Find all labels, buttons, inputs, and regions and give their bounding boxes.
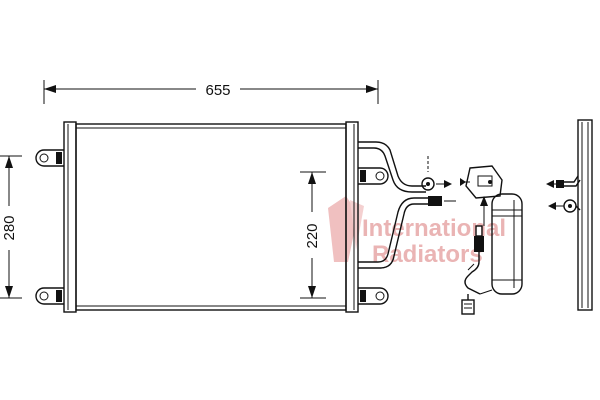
arrow-icon [5,156,13,168]
core-height-dimension: 220 [300,171,326,299]
arrow-icon [480,196,488,206]
width-label: 655 [205,82,230,99]
arrow-icon [546,180,554,188]
arrow-icon [444,180,452,188]
upper-pipe [358,141,452,193]
arrow-icon [5,286,13,298]
condenser-part [35,121,389,313]
pressure-switch-part [461,225,493,315]
arrow-icon [308,172,316,184]
mounting-bracket [35,287,64,305]
watermark-line2: Radiators [372,241,483,268]
height-dimension: 280 [0,155,22,299]
side-tank-part [546,119,593,311]
width-dimension: 655 [43,80,379,104]
mounting-bracket [358,167,389,185]
arrow-icon [460,178,466,186]
mounting-bracket [35,149,64,167]
arrow-icon [44,85,56,93]
height-label: 280 [1,215,18,240]
arrow-icon [308,286,316,298]
core-height-label: 220 [304,223,321,248]
arrow-icon [366,85,378,93]
lower-pipe [358,196,456,269]
mounting-bracket [358,287,389,305]
receiver-drier-part [460,165,523,295]
